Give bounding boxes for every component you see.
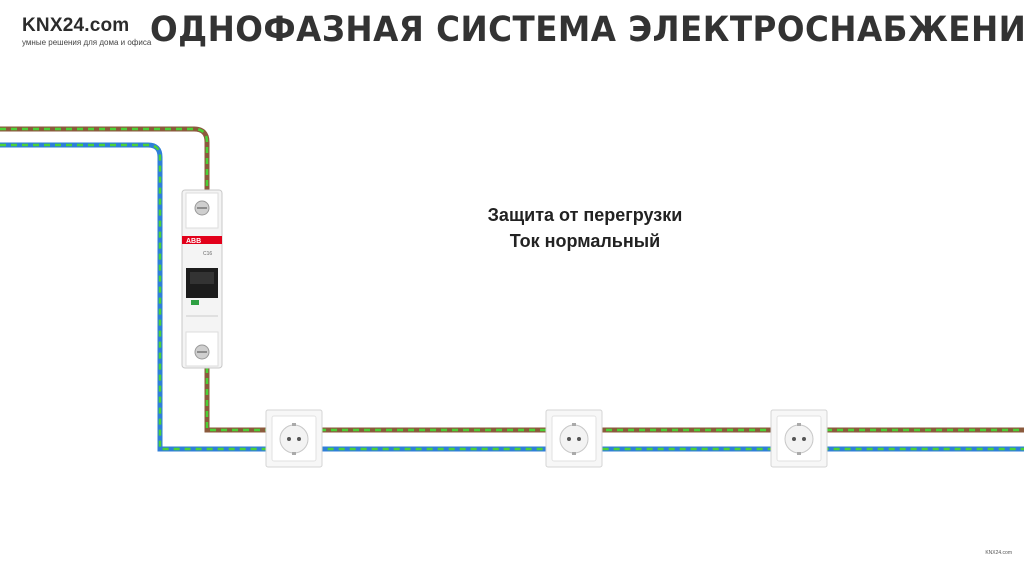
logo: KNX24.com умные решения для дома и офиса	[22, 15, 152, 48]
logo-tagline: умные решения для дома и офиса	[22, 38, 152, 47]
watermark: KNX24.com	[985, 550, 1012, 556]
socket-outlet	[265, 409, 323, 468]
logo-name: KNX24.com	[22, 15, 130, 36]
socket-outlet	[770, 409, 828, 468]
page-title: ОДНОФАЗНАЯ СИСТЕМА ЭЛЕКТРОСНАБЖЕНИЯ	[150, 10, 1024, 50]
status-line-current: Ток нормальный	[509, 231, 661, 251]
status-line-protection: Защита от перегрузки	[487, 205, 683, 225]
breaker-brand: ABB	[186, 238, 201, 245]
status-message: Защита от перегрузки Ток нормальный	[460, 202, 710, 254]
socket-icon	[279, 424, 309, 454]
breaker-rating: C16	[203, 251, 212, 257]
neutral-wire	[0, 142, 1024, 452]
status-indicator	[191, 300, 199, 305]
socket-icon	[784, 424, 814, 454]
phase-wire	[0, 126, 1024, 433]
socket-icon	[559, 424, 589, 454]
socket-outlet	[545, 409, 603, 468]
circuit-breaker: ABB C16	[181, 189, 223, 369]
brand-band	[182, 236, 222, 244]
